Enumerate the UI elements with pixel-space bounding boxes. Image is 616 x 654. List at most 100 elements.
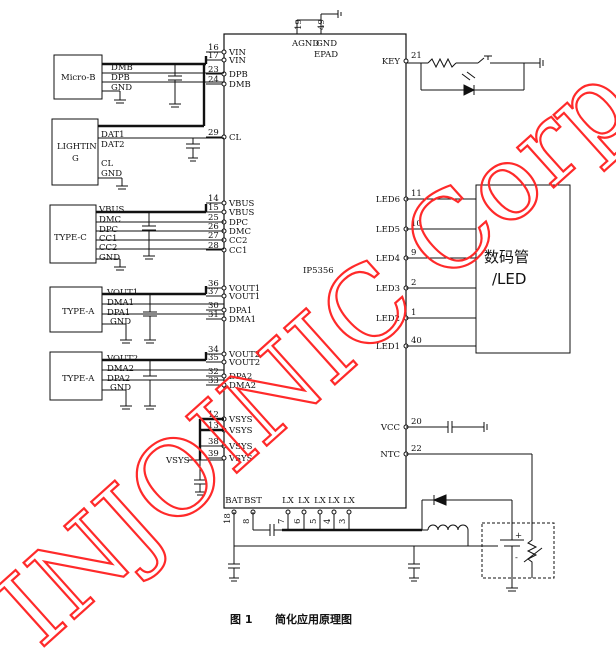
left-pin-num: 25 — [208, 213, 219, 223]
left-pin-num: 23 — [208, 65, 219, 75]
left-pin-label: VBUS — [228, 208, 255, 218]
left-pin-label: DPA1 — [229, 306, 252, 316]
right-pin-num: 21 — [411, 51, 422, 61]
type-a2-name: TYPE-A — [62, 374, 95, 384]
right-pin-num: 1 — [411, 308, 416, 318]
left-pin-label: VBUS — [228, 199, 255, 209]
right-pin-label: LED6 — [376, 195, 400, 205]
left-pin-label: DPA2 — [229, 372, 252, 382]
bottom-pin-num: 18 — [223, 513, 233, 524]
left-pin-label: VOUT2 — [228, 350, 260, 360]
left-pin-num: 37 — [208, 287, 219, 297]
bottom-pin-num: 8 — [242, 519, 252, 524]
type-a1-name: TYPE-A — [62, 307, 95, 317]
left-pin-num: 15 — [208, 203, 219, 213]
type-a1-pin-dma1: DMA1 — [107, 298, 134, 308]
display-block-line1: 数码管 — [484, 248, 529, 266]
type-a2-pin-gnd: GND — [110, 383, 131, 393]
chip-name: IP5356 — [303, 266, 334, 276]
vsys-net-label: VSYS — [165, 456, 190, 466]
bottom-pin-label: BST — [244, 496, 262, 506]
right-pin-label: LED3 — [376, 284, 400, 294]
left-pin-num: 36 — [208, 279, 219, 289]
left-pin-label: VSYS — [228, 415, 253, 425]
watermark-text: INJOINIC Corp. — [0, 18, 616, 654]
bottom-pin-6: 6LX — [293, 496, 311, 530]
bottom-pin-label: LX — [282, 496, 295, 506]
bottom-pin-num: 5 — [309, 519, 319, 524]
left-pin-label: CL — [229, 133, 242, 143]
type-a1-pin-dpa1: DPA1 — [107, 308, 130, 318]
lightning-pin-dat1: DAT1 — [101, 130, 125, 140]
left-pin-num: 28 — [208, 241, 219, 251]
lightning-pin-cl: CL — [101, 159, 114, 169]
right-pin-num: 2 — [411, 278, 416, 288]
type-c-pin-dmc: DMC — [99, 215, 121, 225]
caption-text: 简化应用原理图 — [275, 612, 352, 626]
left-wiring — [96, 56, 224, 496]
left-pin-label: VOUT2 — [228, 358, 260, 368]
left-pin-label: DPC — [229, 218, 248, 228]
right-pin-num: 20 — [411, 417, 422, 427]
right-pin-num: 11 — [411, 189, 422, 199]
watermark: INJOINIC Corp. — [0, 17, 616, 654]
micro-b-name: Micro-B — [61, 73, 95, 83]
type-c-pin-gnd: GND — [99, 253, 120, 263]
connector-micro-b: Micro-B DMB DPB GND — [53, 54, 133, 100]
epad-label: EPAD — [314, 50, 338, 60]
left-pin-num: 13 — [208, 421, 219, 431]
lightning-name-2: G — [72, 154, 79, 164]
left-pin-num: 39 — [208, 449, 219, 459]
bottom-pin-label: LX — [328, 496, 341, 506]
battery-minus: - — [515, 553, 518, 563]
type-c-pin-cc1: CC1 — [99, 234, 117, 244]
left-pin-num: 16 — [208, 43, 219, 53]
right-pin-label: KEY — [382, 57, 401, 67]
left-pin-num: 14 — [208, 194, 219, 204]
bottom-pin-label: BAT — [225, 496, 243, 506]
left-pin-num: 17 — [208, 51, 219, 61]
lightning-name-1: LIGHTIN — [57, 142, 97, 152]
display-block-line2: /LED — [492, 270, 526, 288]
type-c-pin-vbus: VBUS — [98, 205, 125, 215]
left-pin-num: 27 — [208, 231, 219, 241]
left-pin-label: VSYS — [228, 454, 253, 464]
right-pin-label: VCC — [380, 423, 400, 433]
left-pin-num: 24 — [208, 75, 219, 85]
left-pin-num: 12 — [208, 410, 219, 420]
caption-figure-number: 图 1 — [230, 613, 252, 626]
bottom-pin-num: 6 — [293, 519, 303, 524]
left-pin-label: VSYS — [228, 442, 253, 452]
type-a2-pin-dpa2: DPA2 — [107, 374, 130, 384]
left-pin-label: VIN — [228, 56, 246, 66]
type-c-pin-cc2: CC2 — [99, 243, 117, 253]
right-pin-label: LED5 — [376, 225, 400, 235]
bottom-pin-3: 3LX — [338, 496, 356, 530]
bottom-pin-label: LX — [314, 496, 327, 506]
bottom-pin-num: 3 — [338, 519, 348, 524]
left-pin-label: DMC — [229, 227, 251, 237]
lightning-pin-dat2: DAT2 — [101, 140, 125, 150]
battery-plus: + — [515, 531, 522, 541]
left-pin-label: CC2 — [229, 236, 247, 246]
left-pin-num: 33 — [208, 376, 219, 386]
bottom-pin-num: 4 — [323, 519, 333, 524]
right-pin-num: 10 — [411, 219, 422, 229]
bottom-pin-7: 7LX — [277, 496, 295, 530]
bottom-pin-8: 8 BST — [242, 496, 262, 530]
right-pin-label: LED4 — [376, 254, 400, 264]
